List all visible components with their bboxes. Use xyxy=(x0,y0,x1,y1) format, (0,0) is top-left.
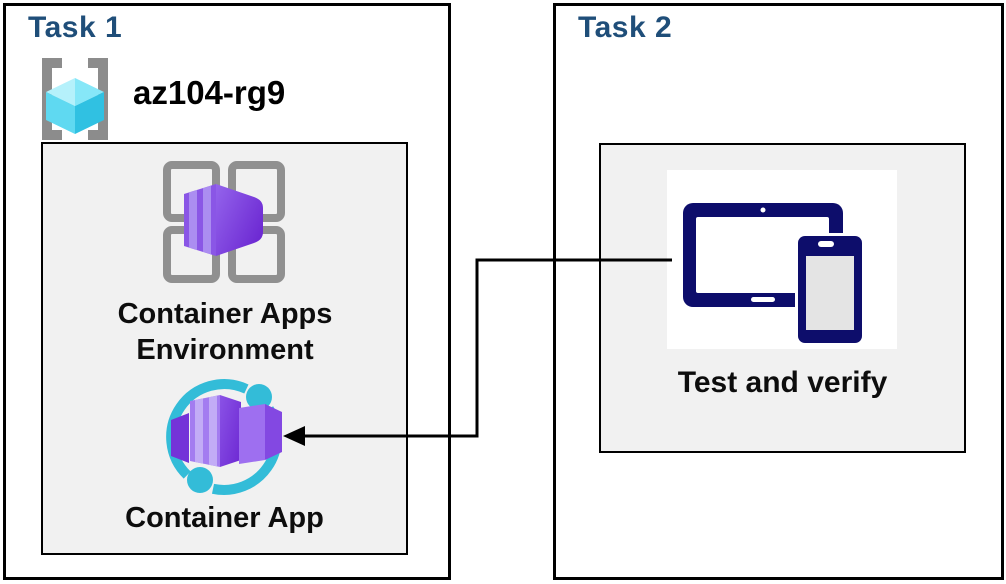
resource-group-icon xyxy=(42,58,108,140)
container-app-label: Container App xyxy=(125,502,324,534)
container-apps-environment-icon xyxy=(163,161,285,283)
orbit-dot-bottom-icon xyxy=(187,467,213,493)
resource-group-name: az104-rg9 xyxy=(133,74,286,111)
test-and-verify-label: Test and verify xyxy=(677,366,888,399)
task2-title: Task 2 xyxy=(578,11,673,44)
tablet-and-phone-icon xyxy=(683,203,865,346)
cube-icon xyxy=(46,78,104,134)
container-app-icon xyxy=(166,379,282,495)
orbit-dot-top-icon xyxy=(246,384,272,410)
container-apps-environment-label: Container Apps Environment xyxy=(117,298,333,366)
devices-plate xyxy=(667,170,897,349)
phone-icon xyxy=(795,233,865,346)
container-box-icon xyxy=(184,184,263,256)
container-box-icon xyxy=(171,395,282,467)
task1-title: Task 1 xyxy=(28,11,123,44)
